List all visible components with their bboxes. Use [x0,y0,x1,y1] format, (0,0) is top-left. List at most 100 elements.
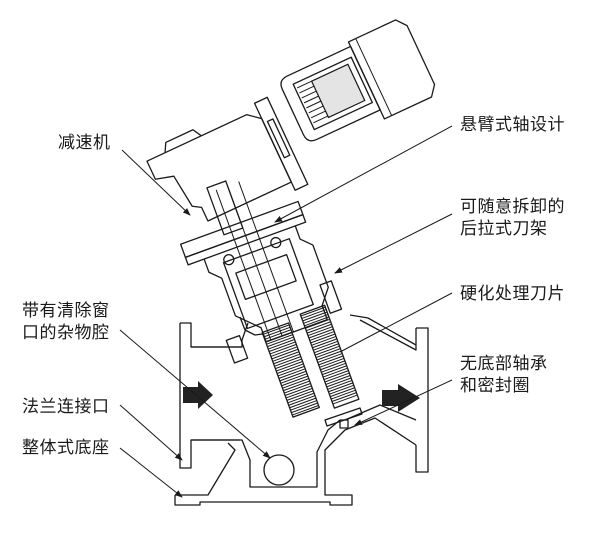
leader-bearing [354,379,453,426]
valve-body [174,314,429,506]
blade-line [312,338,338,349]
blade-line [310,333,336,344]
blade-line [302,311,328,322]
blade-line [269,343,297,355]
label-debris-chamber-1: 带有清除窗 [22,301,110,321]
blade-line [332,394,358,405]
blade-line [318,355,344,366]
blade-line [317,353,343,363]
gear-reducer [146,96,309,222]
label-rear-frame-1: 可随意拆卸的 [460,197,565,217]
leader-rear-frame [334,213,453,274]
blade-line [307,326,333,337]
leader-reducer [121,149,191,216]
blade-line [284,383,311,394]
blade-line [306,323,332,334]
blade-line [271,348,299,360]
blade-line [303,313,329,324]
blade-line [268,341,296,352]
blade-line [324,372,350,383]
blade-line [263,326,291,338]
label-reducer: 减速机 [58,133,111,153]
label-no-bottom-bearing-1: 无底部轴承 [460,354,548,374]
blade-line [262,324,290,335]
motor-fin [301,90,317,99]
blade-line [272,351,300,362]
blade-line [314,343,339,354]
blade-line [289,397,317,409]
blade-line [328,382,354,393]
blade-line [267,336,294,348]
blade-line [286,390,314,401]
blade-line [326,377,352,388]
blade-line [274,356,301,367]
blade-line [281,375,309,387]
blade-line [325,375,351,385]
blade-line [327,379,353,390]
blade-line [311,335,337,346]
debris-chamber-port [263,454,295,486]
leader-blades [339,292,453,353]
motor-fin [308,105,324,114]
blade-line [264,329,292,340]
blade-line [288,395,316,406]
blade-line [280,373,308,384]
blade-line [270,346,298,357]
leader-flange [119,404,183,461]
leader-base [119,447,183,498]
blade-line [322,365,347,376]
blade-line [308,328,334,339]
motor-fin [299,85,315,94]
blade-line [277,365,305,377]
leader-debris [119,329,271,459]
blade-line [313,340,338,351]
blade-line [314,345,340,356]
motor [280,19,436,142]
label-flange-connection: 法兰连接口 [22,397,110,417]
label-cantilever-shaft: 悬臂式轴设计 [460,115,565,135]
label-debris-chamber-2: 口的杂物腔 [22,323,110,343]
blade-line [320,360,346,371]
blade-line [304,316,330,327]
blade-line [331,392,357,402]
blade-line [285,387,313,399]
blade-line [291,402,318,414]
blade-line [268,339,295,350]
blade-line [273,353,301,365]
blade-line [276,361,303,372]
label-rear-frame-2: 后拉式刀架 [460,219,548,239]
blade-stacks [261,304,363,429]
label-integral-base: 整体式底座 [22,438,110,458]
blade-line [283,380,310,392]
blade-line [329,384,354,395]
motor-fin [313,115,329,124]
leader-cantilever [274,125,453,223]
label-hardened-blades: 硬化处理刀片 [460,284,565,304]
blade-line [282,378,309,389]
blade-line [300,306,326,317]
blade-line [323,370,349,381]
blade-line [284,385,312,396]
blade-line [322,367,348,378]
blade-line [330,389,356,400]
blade-line [279,370,307,382]
blade-line [275,358,302,370]
blade-line [292,405,319,416]
blade-line [330,387,355,398]
blade-line [316,350,342,361]
motor-fin [296,80,312,89]
blade-line [301,309,327,319]
blade-line [290,400,317,411]
blade-line [266,334,293,345]
outlet-flow-arrow [382,384,420,412]
motor-panel [310,63,366,119]
blade-line [276,363,304,374]
inlet-flow-arrow [183,381,213,409]
blade-line [321,362,346,373]
blade-line [306,321,331,332]
motor-fin [310,110,326,119]
motor-fin [303,95,319,104]
blade-line [309,331,335,341]
blade-line [278,368,306,379]
